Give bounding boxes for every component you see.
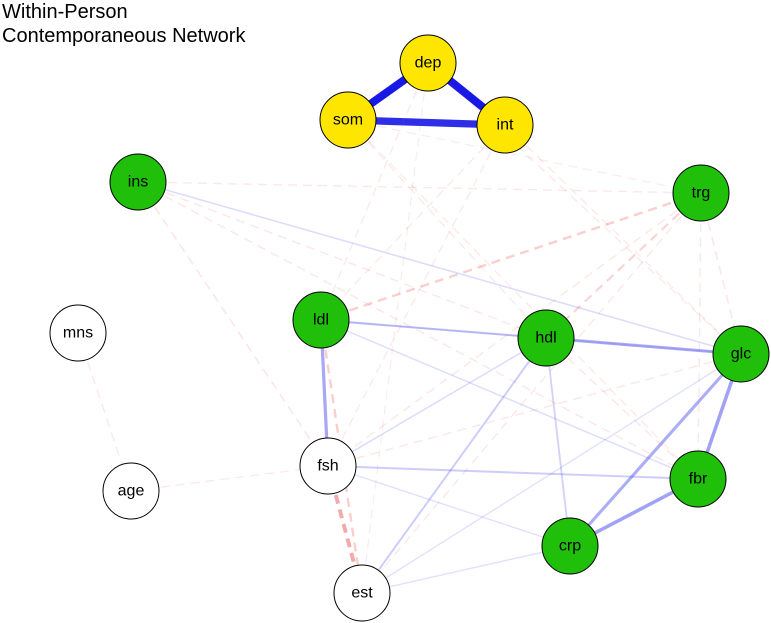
node-circle-som [319, 91, 377, 149]
node-int: int [476, 96, 534, 154]
edge-trg-fbr [697, 192, 702, 480]
node-age: age [102, 462, 160, 520]
node-circle-hdl [517, 309, 575, 367]
node-circle-glc [712, 325, 770, 383]
node-ins: ins [109, 153, 167, 211]
edge-ldl-hdl [320, 318, 547, 340]
edge-ins-trg [137, 181, 702, 194]
node-crp: crp [541, 517, 599, 575]
node-label-crp: crp [559, 538, 581, 555]
edge-hdl-crp [545, 337, 571, 547]
edge-hdl-glc [545, 336, 742, 356]
node-circle-age [102, 462, 160, 520]
node-label-mns: mns [63, 325, 93, 342]
edge-fsh-crp [327, 465, 571, 547]
node-label-hdl: hdl [535, 330, 556, 347]
node-circle-trg [672, 164, 730, 222]
node-circle-fsh [299, 437, 357, 495]
node-label-ldl: ldl [313, 312, 329, 329]
node-circle-ldl [292, 291, 350, 349]
node-fbr: fbr [669, 450, 727, 508]
edge-som-hdl [347, 119, 547, 339]
edge-fsh-fbr [327, 465, 699, 480]
edge-glc-fsh [327, 353, 742, 467]
node-label-est: est [351, 585, 373, 602]
edge-hdl-est [361, 337, 547, 594]
edge-glc-est [361, 353, 742, 594]
edge-som-fbr [347, 119, 699, 480]
edge-ldl-trg [320, 191, 702, 322]
title-line-2: Contemporaneous Network [2, 25, 246, 47]
node-hdl: hdl [517, 309, 575, 367]
edge-int-ldl [320, 124, 506, 321]
node-label-fbr: fbr [689, 471, 708, 488]
node-dep: dep [399, 34, 457, 92]
node-circle-fbr [669, 450, 727, 508]
edge-dep-ldl [320, 62, 429, 321]
node-label-age: age [118, 483, 145, 500]
node-som: som [319, 91, 377, 149]
edge-ins-glc [137, 181, 742, 355]
node-circle-est [333, 564, 391, 622]
node-label-ins: ins [128, 174, 148, 191]
node-label-trg: trg [692, 185, 711, 202]
edge-glc-crp [568, 352, 743, 548]
edge-som-trg [347, 119, 702, 194]
node-circle-dep [399, 34, 457, 92]
node-mns: mns [49, 304, 107, 362]
node-trg: trg [672, 164, 730, 222]
edge-hdl-fbr [545, 337, 699, 480]
node-fsh: fsh [299, 437, 357, 495]
node-est: est [333, 564, 391, 622]
edge-int-glc [504, 124, 742, 355]
edge-age-fsh [130, 465, 329, 492]
node-label-glc: glc [731, 346, 751, 363]
edge-hdl-fsh [327, 337, 547, 467]
node-ldl: ldl [292, 291, 350, 349]
network-title: Within-Person Contemporaneous Network [2, 0, 245, 48]
title-line-1: Within-Person [2, 1, 128, 23]
node-circle-int [476, 96, 534, 154]
node-circle-crp [541, 517, 599, 575]
node-label-int: int [497, 117, 514, 134]
edge-ldl-fbr [320, 319, 699, 480]
node-label-som: som [333, 112, 363, 129]
edge-trg-fsh [327, 192, 702, 467]
node-layer: dep som int ins trg ldl hdl glc fbr crp mns age fsh e… [49, 34, 770, 622]
edge-est-crp [361, 545, 571, 594]
node-circle-ins [109, 153, 167, 211]
edge-ins-fsh [137, 181, 329, 467]
node-label-fsh: fsh [317, 458, 338, 475]
edge-ins-fbr [137, 181, 699, 480]
edge-trg-est [361, 192, 702, 594]
edge-dep-glc [427, 62, 742, 355]
edge-trg-hdl [545, 192, 702, 339]
node-label-dep: dep [415, 55, 442, 72]
node-glc: glc [712, 325, 770, 383]
edge-ins-hdl [137, 181, 547, 339]
edge-int-fsh [327, 124, 506, 467]
edge-layer [77, 59, 743, 594]
node-circle-mns [49, 304, 107, 362]
